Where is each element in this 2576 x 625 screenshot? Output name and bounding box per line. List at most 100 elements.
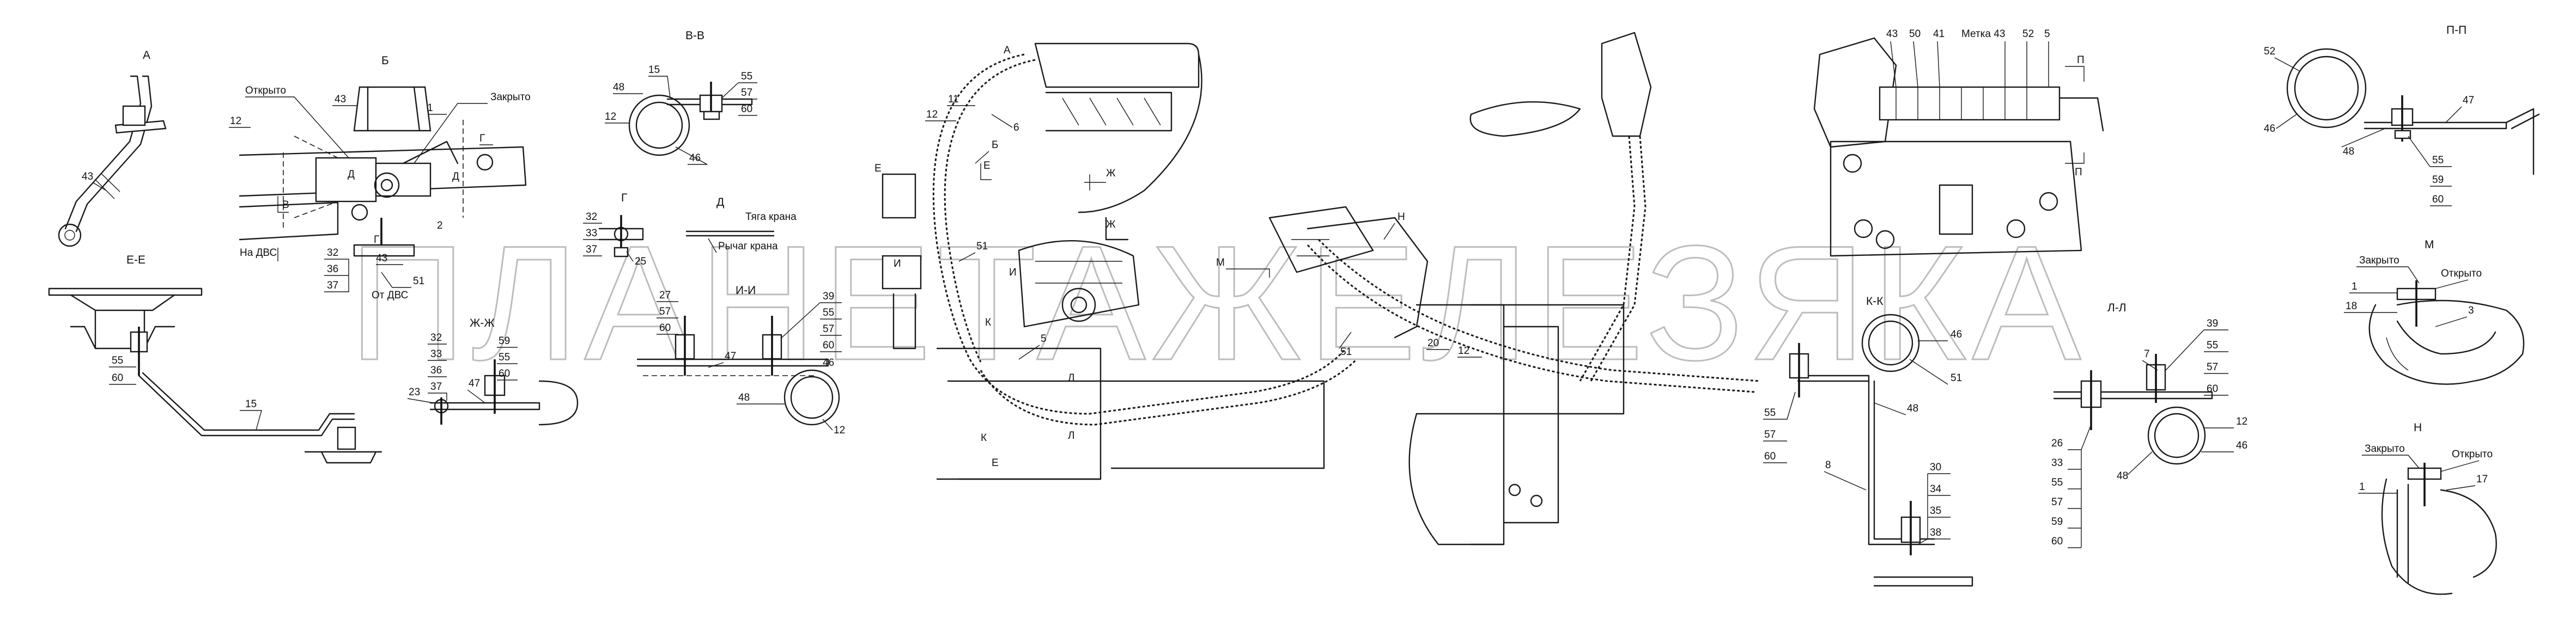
main1-label-l2: Л xyxy=(1068,430,1074,442)
view-vv: В-В 15 48 12 46 55 57 60 xyxy=(605,29,757,165)
view-ee-label-15: 15 xyxy=(245,399,257,410)
view-a: А 43 xyxy=(58,49,167,247)
view-pp-label-52: 52 xyxy=(2264,46,2275,57)
main2-label-12: 12 xyxy=(1458,345,1469,357)
main1-label-l1: Л xyxy=(1068,372,1074,384)
view-kk-label-51: 51 xyxy=(1951,372,1962,384)
tr-label-41: 41 xyxy=(1933,28,1945,40)
view-m-label-closed: Закрыто xyxy=(2359,255,2399,266)
view-zhzh-label-37: 37 xyxy=(430,381,442,393)
view-vv-title: В-В xyxy=(685,29,704,42)
view-ll-label-26: 26 xyxy=(2051,438,2063,449)
view-d-title: Д xyxy=(716,196,724,209)
view-ll-label-60: 60 xyxy=(2207,383,2218,395)
view-pp-label-59: 59 xyxy=(2432,174,2444,186)
view-n-label-17: 17 xyxy=(2476,474,2488,485)
main1-label-e1: Е xyxy=(874,163,882,174)
view-kk-title: К-К xyxy=(1866,295,1884,308)
main1-label-i2: И xyxy=(894,258,901,269)
view-ll-label-57b: 57 xyxy=(2051,497,2063,508)
view-b: Б Открыто Закрыто 43 11 12 Г Д 2 В На ДВ… xyxy=(229,54,531,301)
view-ll-label-48: 48 xyxy=(2117,470,2128,482)
bottom-middle-part: 30 34 35 38 xyxy=(1873,462,1973,587)
view-b-label-to-engine: На ДВС xyxy=(240,247,277,259)
view-pp-label-47: 47 xyxy=(2463,95,2474,106)
view-b-label-v: В xyxy=(282,199,289,211)
view-b-label-closed: Закрыто xyxy=(490,91,531,103)
view-b-label-from-engine: От ДВС xyxy=(372,290,408,301)
view-ee-label-55: 55 xyxy=(112,355,123,366)
view-kk-label-48: 48 xyxy=(1907,403,1918,414)
view-g-label-25: 25 xyxy=(635,256,646,267)
main1-label-i1: И xyxy=(1009,267,1017,278)
view-b-label-37: 37 xyxy=(327,280,338,291)
view-b-label-43b: 43 xyxy=(376,253,387,264)
view-ll-title: Л-Л xyxy=(2107,302,2127,314)
main1-label-51: 51 xyxy=(976,241,988,252)
view-pp-label-46: 46 xyxy=(2264,123,2275,134)
view-ii-label-48: 48 xyxy=(738,392,750,403)
view-vv-label-60: 60 xyxy=(741,103,752,115)
main1-label-b: Б xyxy=(992,139,998,151)
main1-label-k2: К xyxy=(981,432,987,444)
view-zhzh-label-23: 23 xyxy=(409,387,420,398)
tr-label-43: 43 xyxy=(1886,28,1898,40)
view-d: Д Тяга крана Рычаг крана xyxy=(685,196,797,253)
view-vv-label-46: 46 xyxy=(689,152,701,164)
tr-label-p1: П xyxy=(2077,54,2085,66)
top-right-assembly: 43 50 41 Метка 43 52 5 П П xyxy=(1813,28,2104,257)
view-ii-label-60b: 60 xyxy=(823,340,834,351)
view-pp-label-48: 48 xyxy=(2343,146,2354,157)
view-kk-label-60: 60 xyxy=(1764,451,1776,462)
view-n-label-open: Открыто xyxy=(2452,449,2493,460)
view-g-label-37: 37 xyxy=(586,244,597,255)
view-zhzh-label-36: 36 xyxy=(430,365,442,376)
view-ll-label-12: 12 xyxy=(2236,416,2247,427)
view-m-label-18: 18 xyxy=(2346,301,2357,312)
view-ii-label-55: 55 xyxy=(823,307,834,318)
view-kk-label-8: 8 xyxy=(1825,459,1831,471)
view-kk-label-55: 55 xyxy=(1764,407,1776,419)
view-zhzh-label-55: 55 xyxy=(499,352,510,363)
view-vv-label-55: 55 xyxy=(741,71,752,82)
view-ll-label-57: 57 xyxy=(2207,361,2218,373)
tr-label-5: 5 xyxy=(2044,28,2050,40)
view-ii-label-12: 12 xyxy=(834,425,845,436)
tr-label-mark43: Метка 43 xyxy=(1961,28,2005,40)
view-zhzh-label-33: 33 xyxy=(430,348,442,360)
view-kk-label-46: 46 xyxy=(1951,329,1962,340)
view-vv-label-12: 12 xyxy=(605,111,616,122)
main1-label-zh1: Ж xyxy=(1106,168,1116,179)
view-b-label-12: 12 xyxy=(230,115,241,127)
view-m-label-1: 1 xyxy=(2352,281,2358,292)
tr-label-50: 50 xyxy=(1909,28,1921,40)
view-ii: И-И 27 57 60 47 39 55 57 60 46 48 12 xyxy=(636,284,845,436)
view-ii-label-47: 47 xyxy=(725,351,736,362)
view-ll-label-39: 39 xyxy=(2207,318,2218,329)
view-zhzh-label-32: 32 xyxy=(430,332,442,344)
tr-label-52: 52 xyxy=(2022,28,2034,40)
view-d-label-lever: Рычаг крана xyxy=(718,241,778,252)
view-pp: П-П 52 46 47 48 55 59 60 xyxy=(2264,24,2540,206)
tr-label-p2: П xyxy=(2075,167,2082,178)
view-ii-label-46: 46 xyxy=(823,357,834,369)
view-ee-title: Е-Е xyxy=(126,254,145,266)
watermark-text: ПЛАНЕТАЖЕЛЕЗЯКА xyxy=(349,211,2087,394)
view-b-label-2: 2 xyxy=(437,220,443,231)
view-zhzh-label-47: 47 xyxy=(469,378,480,389)
view-ee-label-60: 60 xyxy=(112,372,123,384)
main1-label-a: А xyxy=(1004,45,1011,56)
view-n-label-closed: Закрыто xyxy=(2365,443,2405,455)
main-assembly-right: Н М 20 12 51 xyxy=(1216,32,1760,546)
view-ee: Е-Е 55 60 15 xyxy=(48,254,382,464)
view-m-label-open: Открыто xyxy=(2441,268,2482,279)
view-g: Г 32 33 37 25 xyxy=(583,192,646,267)
view-vv-label-48: 48 xyxy=(613,82,624,93)
view-b-label-51: 51 xyxy=(413,275,424,287)
view-g-label-33: 33 xyxy=(586,228,597,239)
main2-label-n: Н xyxy=(1398,211,1405,223)
view-g-label-32: 32 xyxy=(586,211,597,223)
view-vv-label-15: 15 xyxy=(648,64,660,76)
view-ii-label-57: 57 xyxy=(659,306,671,317)
view-pp-title: П-П xyxy=(2446,24,2466,36)
